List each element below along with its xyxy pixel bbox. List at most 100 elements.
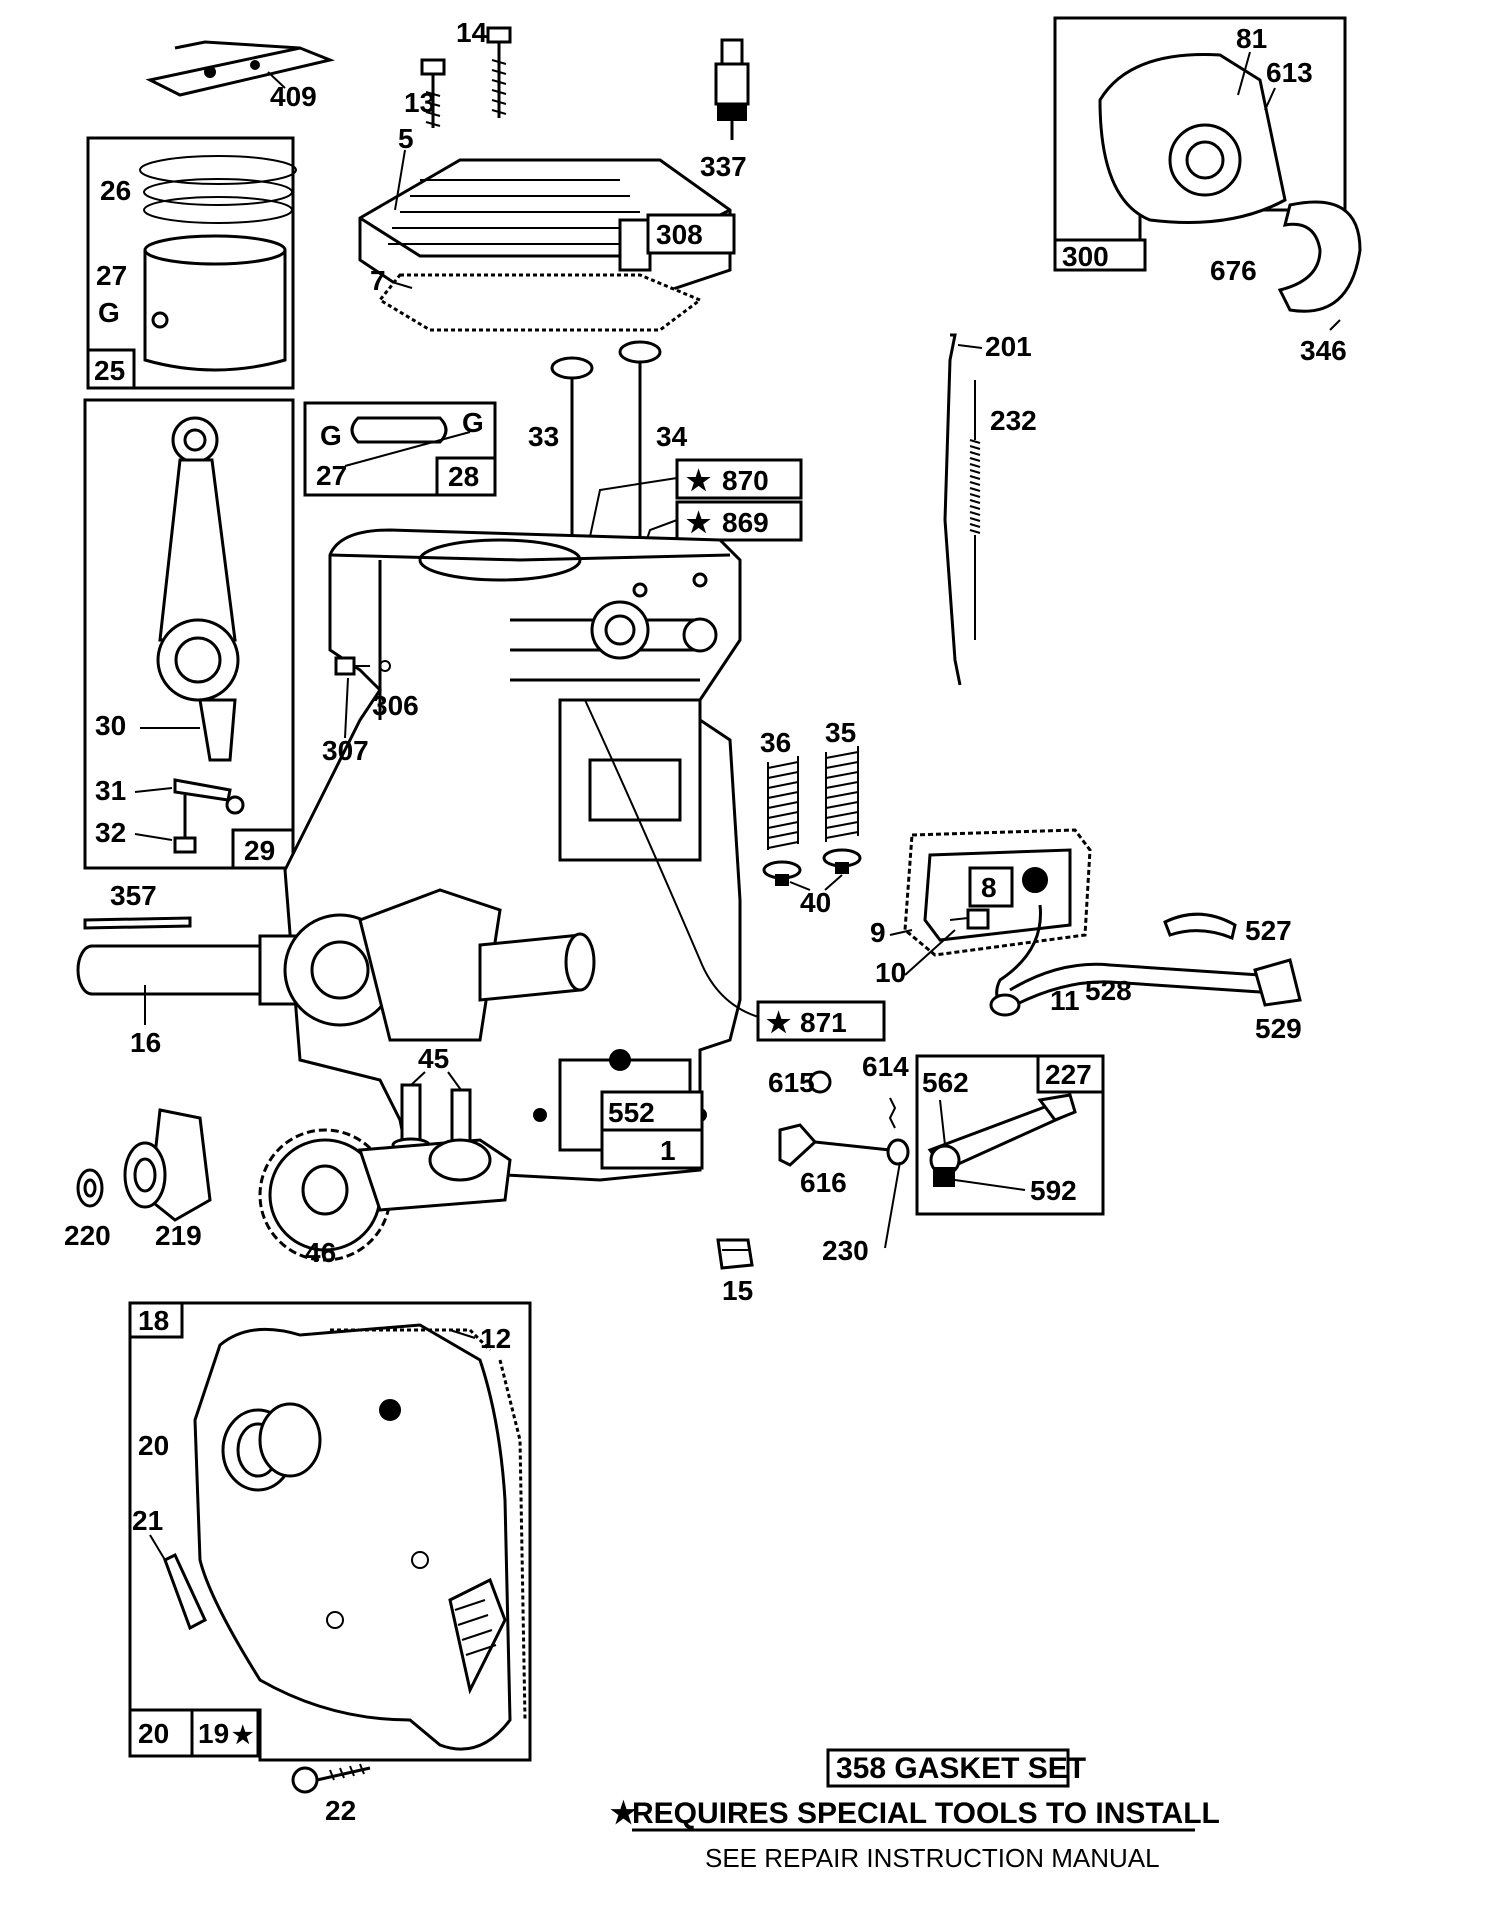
box-1 xyxy=(600,1128,704,1170)
g-clip-left: G xyxy=(320,420,342,451)
box-8 xyxy=(968,866,1014,908)
callout-13: 13 xyxy=(404,87,435,118)
part-40-retainers xyxy=(762,848,862,886)
callout-1: 1 xyxy=(660,1135,676,1166)
part-14-bolt xyxy=(486,26,512,118)
part-16-crankshaft xyxy=(76,888,596,1042)
callout-529: 529 xyxy=(1255,1013,1302,1044)
callout-26: 26 xyxy=(100,175,131,206)
part-552-plug xyxy=(609,1049,631,1071)
callout-16: 16 xyxy=(130,1027,161,1058)
callout-32: 32 xyxy=(95,817,126,848)
callout-46: 46 xyxy=(305,1237,336,1268)
special-tools-note: REQUIRES SPECIAL TOOLS TO INSTALL xyxy=(632,1797,1220,1830)
star-870: ★ xyxy=(686,465,711,496)
callout-7: 7 xyxy=(370,265,386,296)
part-232-spring xyxy=(969,380,981,640)
part-33-valve xyxy=(550,356,594,555)
callout-5: 5 xyxy=(398,123,414,154)
callout-21: 21 xyxy=(132,1505,163,1536)
callout-307: 307 xyxy=(322,735,369,766)
part-307-fitting xyxy=(334,656,391,676)
callout-40: 40 xyxy=(800,887,831,918)
part-piston-pin xyxy=(350,416,448,444)
part-piston xyxy=(143,234,287,372)
callout-81: 81 xyxy=(1236,23,1267,54)
callout-10: 10 xyxy=(875,957,906,988)
callout-29: 29 xyxy=(244,835,275,866)
g-clip-glyph: G xyxy=(98,297,120,328)
callout-27-piston: 27 xyxy=(96,260,127,291)
box-869 xyxy=(675,500,803,542)
part-crankcase-cover xyxy=(193,1323,527,1751)
box-25 xyxy=(86,348,136,390)
callout-219: 219 xyxy=(155,1220,202,1251)
callout-615: 615 xyxy=(768,1067,815,1098)
star-note: ★ xyxy=(610,1797,637,1830)
box-29 xyxy=(231,828,295,870)
box-governor-lever xyxy=(915,1054,1105,1216)
callout-27-pin: 27 xyxy=(316,460,347,491)
part-409-bracket xyxy=(145,40,335,97)
callout-528: 528 xyxy=(1085,975,1132,1006)
callout-337: 337 xyxy=(700,151,747,182)
callout-33: 33 xyxy=(528,421,559,452)
callout-592: 592 xyxy=(1030,1175,1077,1206)
part-527-clip xyxy=(1163,912,1237,941)
callout-527: 527 xyxy=(1245,915,1292,946)
star-19: ★ xyxy=(232,1722,254,1749)
callout-20-box: 20 xyxy=(138,1718,169,1749)
callout-869: 869 xyxy=(722,507,769,538)
part-31-lock xyxy=(173,778,245,815)
star-869: ★ xyxy=(686,507,711,538)
callout-562: 562 xyxy=(922,1067,969,1098)
box-300 xyxy=(1053,238,1147,272)
callout-35: 35 xyxy=(825,717,856,748)
part-337-spark-plug xyxy=(714,38,750,140)
part-10-screw xyxy=(949,908,990,930)
part-22-bolt xyxy=(291,1763,371,1794)
part-governor-lever xyxy=(927,1093,1077,1187)
part-13-bolt xyxy=(420,58,446,128)
part-30-connecting-rod xyxy=(156,416,240,762)
callout-227: 227 xyxy=(1045,1059,1092,1090)
callout-201: 201 xyxy=(985,331,1032,362)
callout-308: 308 xyxy=(656,219,703,250)
part-15-plug xyxy=(716,1238,754,1270)
star-871: ★ xyxy=(766,1007,791,1038)
callout-30: 30 xyxy=(95,710,126,741)
part-616-shaft xyxy=(778,1123,910,1167)
box-28 xyxy=(435,456,497,497)
part-529-elbow xyxy=(1253,958,1302,1007)
callout-357: 357 xyxy=(110,880,157,911)
callout-14: 14 xyxy=(456,17,488,48)
callout-300: 300 xyxy=(1062,241,1109,272)
part-7-head-gasket xyxy=(377,273,703,332)
part-614-pin xyxy=(888,1097,897,1129)
box-piston-pin xyxy=(303,401,497,497)
part-220-washer xyxy=(76,1168,104,1208)
callout-552: 552 xyxy=(608,1097,655,1128)
callout-409: 409 xyxy=(270,81,317,112)
part-35-valve-spring xyxy=(825,746,859,842)
part-615-clip xyxy=(808,1070,832,1094)
callout-28: 28 xyxy=(448,461,479,492)
part-34-valve xyxy=(618,340,662,540)
box-308 xyxy=(646,213,736,255)
callout-12: 12 xyxy=(480,1323,511,1354)
box-piston-assembly xyxy=(86,136,295,390)
part-muffler xyxy=(1098,53,1287,224)
callout-230: 230 xyxy=(822,1235,869,1266)
callout-45: 45 xyxy=(418,1043,449,1074)
part-36-valve-spring xyxy=(767,756,799,850)
box-19 xyxy=(190,1708,260,1758)
box-871 xyxy=(756,1000,886,1042)
callout-11: 11 xyxy=(1050,985,1080,1016)
part-871-breather-tube xyxy=(584,699,771,1021)
part-676-deflector xyxy=(1277,200,1362,313)
box-18 xyxy=(128,1301,184,1339)
callout-232: 232 xyxy=(990,405,1037,436)
callout-20-seal: 20 xyxy=(138,1430,169,1461)
callout-31: 31 xyxy=(95,775,126,806)
